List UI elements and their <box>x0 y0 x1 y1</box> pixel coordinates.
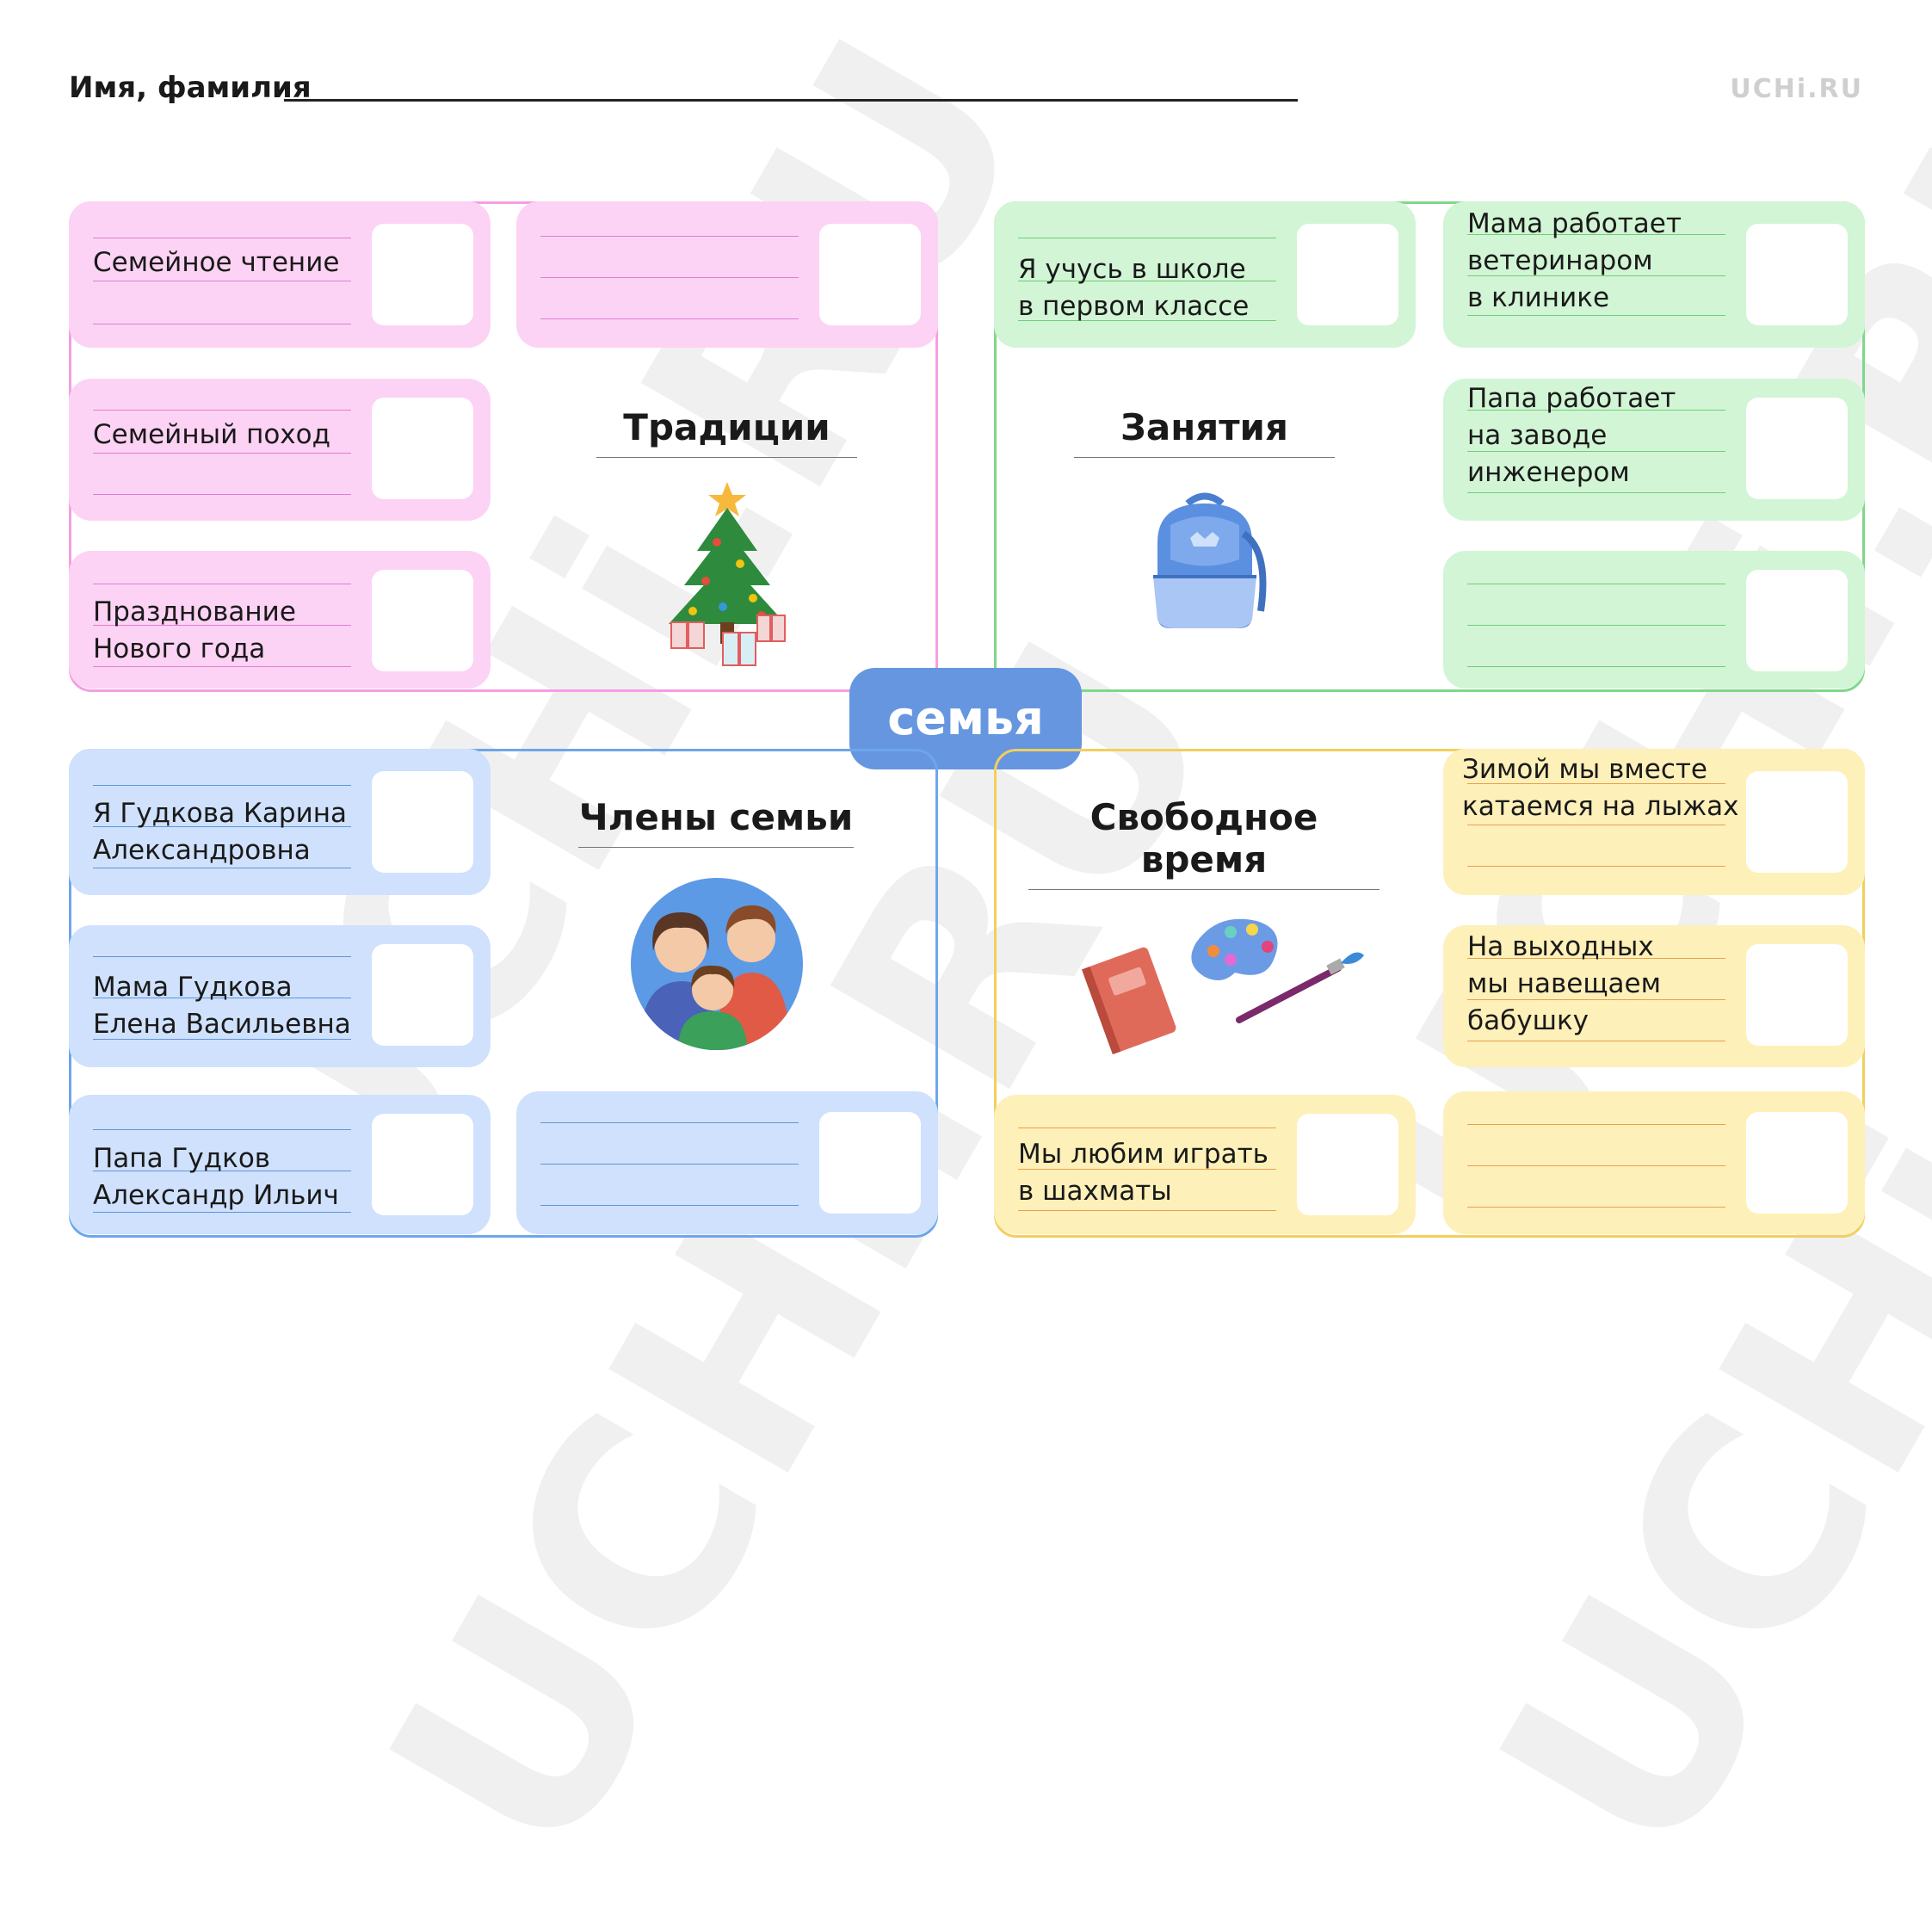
activities-title: Занятия <box>1074 406 1335 458</box>
backpack-icon <box>1153 492 1267 628</box>
card-text: бабушку <box>1467 1005 1589 1036</box>
checkbox[interactable] <box>819 224 921 325</box>
free-time-card[interactable]: Мы любим играть в шахматы <box>994 1095 1416 1234</box>
card-text: в шахматы <box>1018 1176 1172 1207</box>
checkbox[interactable] <box>372 1114 473 1215</box>
card-text: мы навещаем <box>1467 968 1661 999</box>
member-card[interactable]: Я Гудкова Карина Александровна <box>69 749 491 895</box>
card-text: Мы любим играть <box>1018 1139 1268 1170</box>
card-text: Празднование <box>93 596 296 627</box>
card-text: Папа работает <box>1467 383 1676 414</box>
logo: UCHi.RU <box>1730 74 1863 104</box>
member-card[interactable]: Мама Гудкова Елена Васильевна <box>69 925 491 1067</box>
checkbox[interactable] <box>372 570 473 671</box>
checkbox[interactable] <box>372 398 473 499</box>
activity-card[interactable]: Мама работает ветеринаром в клинике <box>1443 201 1865 348</box>
activity-card[interactable] <box>1443 551 1865 689</box>
tradition-card[interactable]: Семейный поход <box>69 379 491 521</box>
card-text: ветеринаром <box>1467 245 1653 276</box>
checkbox[interactable] <box>1297 1114 1398 1215</box>
tradition-card[interactable] <box>516 201 938 348</box>
family-icon <box>631 878 803 1050</box>
activity-card[interactable]: Я учусь в школе в первом классе <box>994 201 1416 348</box>
card-text: Я Гудкова Карина <box>93 798 347 829</box>
member-card[interactable] <box>516 1091 938 1234</box>
free-time-card[interactable] <box>1443 1091 1865 1234</box>
card-text: Мама Гудкова <box>93 972 293 1003</box>
card-text: в первом классе <box>1018 291 1250 322</box>
free-time-card[interactable]: На выходных мы навещаем бабушку <box>1443 925 1865 1067</box>
card-text: Мама работает <box>1467 208 1682 239</box>
christmas-tree-icon <box>669 482 786 666</box>
free-time-card[interactable]: Зимой мы вместе катаемся на лыжах <box>1443 749 1865 895</box>
checkbox[interactable] <box>819 1112 921 1214</box>
checkbox[interactable] <box>1746 224 1848 325</box>
name-input-line[interactable] <box>284 99 1298 102</box>
checkbox[interactable] <box>1746 398 1848 499</box>
checkbox[interactable] <box>1746 771 1848 873</box>
checkbox[interactable] <box>372 224 473 325</box>
tradition-card[interactable]: Семейное чтение <box>69 201 491 348</box>
card-text: Елена Васильевна <box>93 1009 351 1040</box>
card-text: катаемся на лыжах <box>1462 791 1739 822</box>
card-text: в клинике <box>1467 282 1610 313</box>
checkbox[interactable] <box>372 771 473 873</box>
checkbox[interactable] <box>1746 570 1848 671</box>
member-card[interactable]: Папа Гудков Александр Ильич <box>69 1095 491 1234</box>
card-text: Папа Гудков <box>93 1143 271 1174</box>
activity-card[interactable]: Папа работает на заводе инженером <box>1443 379 1865 521</box>
card-text: инженером <box>1467 457 1630 488</box>
card-text: на заводе <box>1467 420 1608 451</box>
card-text: Я учусь в школе <box>1018 254 1246 285</box>
center-topic: семья <box>849 668 1082 769</box>
card-text: Нового года <box>93 633 266 664</box>
card-text: Зимой мы вместе <box>1462 754 1707 785</box>
name-label: Имя, фамилия <box>69 71 312 105</box>
checkbox[interactable] <box>1297 224 1398 325</box>
members-title: Члены семьи <box>578 796 854 848</box>
tradition-card[interactable]: Празднование Нового года <box>69 551 491 689</box>
card-text: Александр Ильич <box>93 1180 339 1211</box>
book-palette-brush-icon <box>1082 918 1364 1054</box>
checkbox[interactable] <box>372 944 473 1046</box>
checkbox[interactable] <box>1746 1112 1848 1214</box>
card-text: Семейный поход <box>93 419 331 450</box>
card-text: На выходных <box>1467 931 1654 962</box>
free-time-title: Свободное время <box>1028 796 1380 890</box>
traditions-title: Традиции <box>596 406 857 458</box>
checkbox[interactable] <box>1746 944 1848 1046</box>
card-text: Семейное чтение <box>93 247 340 278</box>
card-text: Александровна <box>93 835 311 866</box>
